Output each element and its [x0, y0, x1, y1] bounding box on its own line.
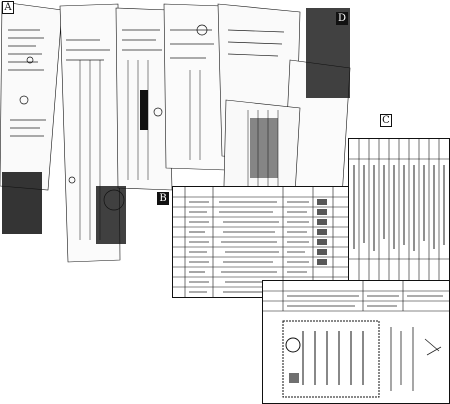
panel-label-c: C: [380, 114, 392, 127]
panel-label-b: B: [157, 192, 169, 205]
lower-register-form: [262, 280, 450, 404]
panel-label-d: D: [336, 12, 348, 25]
register-table-b: [172, 186, 350, 298]
panel-label-a: A: [2, 1, 14, 14]
ledger-table-c: [348, 138, 450, 290]
